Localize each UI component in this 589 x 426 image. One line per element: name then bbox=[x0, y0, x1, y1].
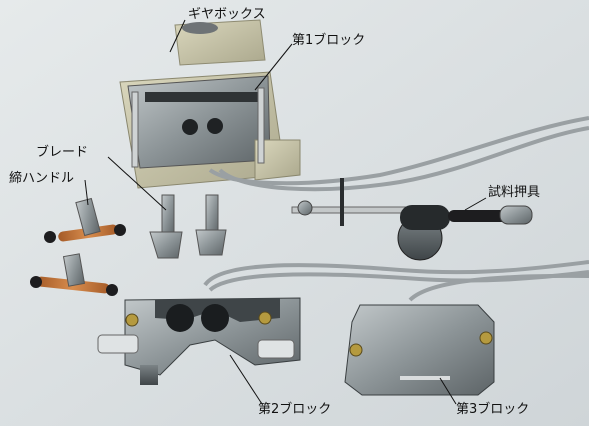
label-block1: 第1ブロック bbox=[292, 33, 366, 48]
leader-lines bbox=[84, 19, 293, 211]
mid-cables bbox=[203, 260, 589, 302]
block2 bbox=[97, 297, 301, 405]
tightening-handles bbox=[30, 197, 126, 296]
label-tightening-handle: 締ハンドル bbox=[9, 171, 75, 186]
label-block2: 第2ブロック bbox=[258, 402, 332, 417]
block3 bbox=[344, 304, 495, 405]
label-blade: ブレード bbox=[36, 145, 89, 160]
label-gearbox: ギヤボックス bbox=[188, 7, 266, 22]
block1-cables bbox=[208, 116, 589, 192]
blades bbox=[149, 194, 227, 259]
sample-presser bbox=[291, 178, 533, 261]
block1-assembly bbox=[119, 19, 301, 189]
label-block3: 第3ブロック bbox=[456, 402, 530, 417]
label-sample-presser: 試料押具 bbox=[488, 185, 541, 200]
